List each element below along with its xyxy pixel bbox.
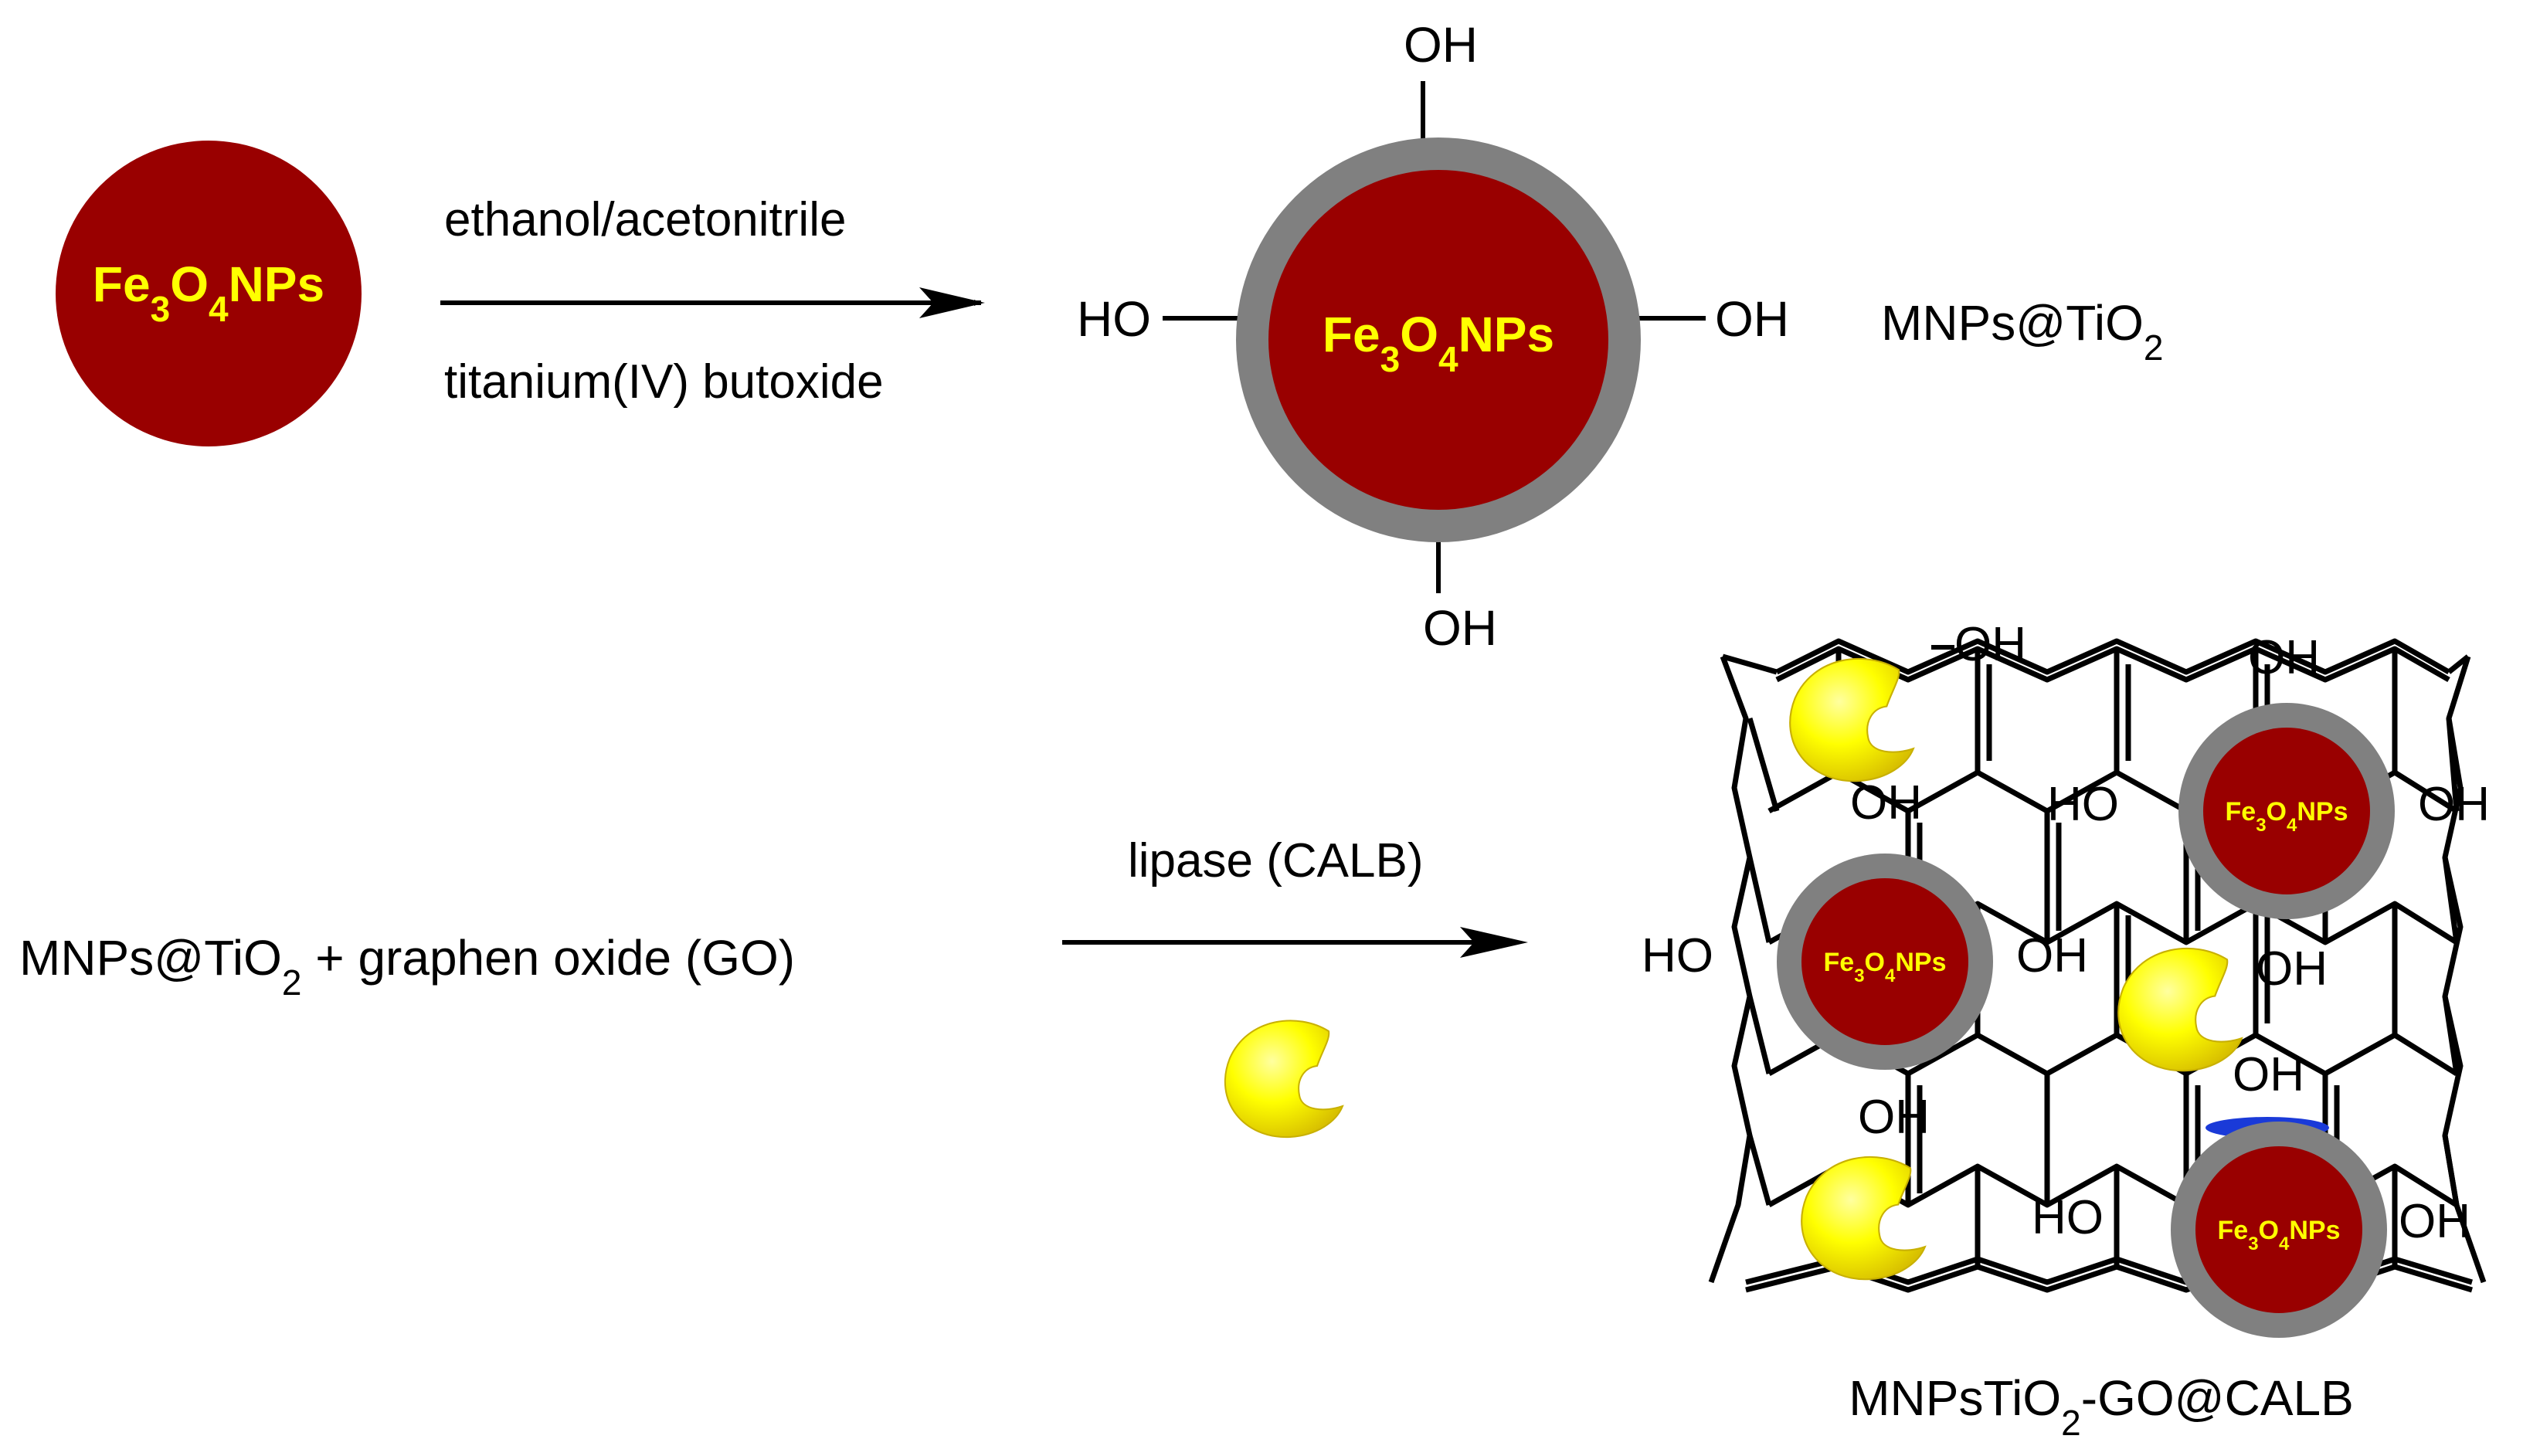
ho-label: HO [2032,1191,2104,1244]
mnp-particle-lower-right: Fe3O4NPs [2171,1122,2387,1338]
enzyme-on-tube-1 [1789,657,1914,782]
mnp-particle-left: Fe3O4NPs [1777,854,1993,1070]
reagent-below-top: titanium(IV) butoxide [444,355,884,409]
oh-left: HO [1077,291,1151,347]
ho-label: HO [1642,929,1713,983]
oh-label: OH [2256,942,2328,996]
composite-oh-labels: OH OH OH HO OH HO OH OH OH OH HO OH [1642,618,2490,1248]
svg-text:Fe3O4NPs: Fe3O4NPs [2218,1216,2341,1254]
graphene-oxide-tube [1708,638,2487,1293]
oh-label: OH [2233,1048,2304,1101]
fe3o4-core-reactant [56,141,362,446]
fe3o4-core-product [1268,170,1608,510]
product-name-bottom: MNPsTiO2-GO@CALB [1849,1370,2354,1443]
ho-label: HO [2047,778,2119,831]
mnp-particle-upper-right: Fe3O4NPs [2178,703,2395,919]
crescent-enzyme-icon [1224,1020,1343,1139]
reagent-above-bottom: lipase (CALB) [1128,834,1423,888]
reagent-above-top: ethanol/acetonitrile [444,193,846,246]
oh-label: OH [2399,1195,2470,1248]
oh-right: OH [1715,291,1789,347]
oh-bottom: OH [1423,600,1497,656]
fe3o4-label-product: Fe3O4NPs [1323,307,1554,379]
oh-top: OH [1404,17,1478,73]
bottom-reaction: MNPs@TiO2 + graphen oxide (GO) lipase (C… [19,618,2490,1443]
arrowhead-bottom [1460,927,1528,958]
oh-label: OH [1954,618,2026,671]
fe3o4-label-reactant: Fe3O4NPs [93,256,324,329]
oh-label: OH [2418,778,2490,831]
oh-label: OH [1858,1091,1930,1144]
svg-text:Fe3O4NPs: Fe3O4NPs [1824,948,1947,986]
reactants-bottom: MNPs@TiO2 + graphen oxide (GO) [19,930,795,1003]
enzyme-on-tube-2 [2117,947,2243,1072]
top-reaction: Fe3O4NPs ethanol/acetonitrile titanium(I… [56,17,2164,656]
svg-text:Fe3O4NPs: Fe3O4NPs [2226,797,2348,836]
arrowhead-top [919,287,985,318]
oh-label: OH [2016,929,2088,983]
product-name-top: MNPs@TiO2 [1881,295,2164,368]
oh-label: OH [1850,776,1922,830]
oh-label: OH [2248,631,2320,684]
